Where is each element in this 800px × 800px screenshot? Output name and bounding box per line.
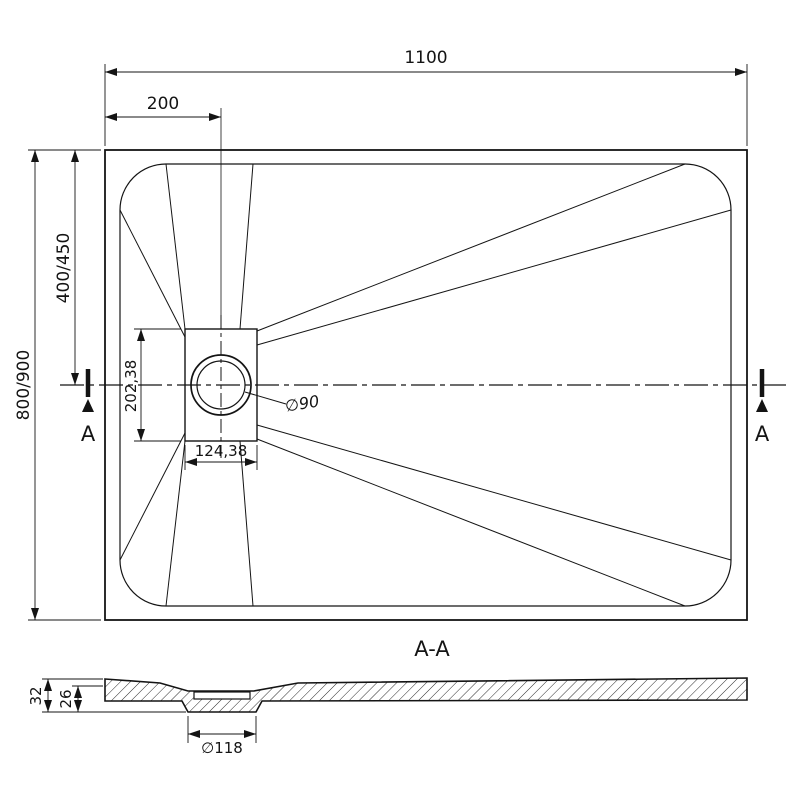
section-arrow-left [82,399,94,412]
section-arrow-right [756,399,768,412]
section-drain-cover [193,691,251,700]
dim-drain-box-height-label: 202,38 [122,360,140,413]
drain-diameter-label: ∅90 [284,392,321,416]
dim-drain-box-width-label: 124,38 [195,442,248,460]
section-cut-markers [82,369,768,412]
dim-drain-box-width [184,445,258,470]
dim-height-800-900 [28,149,101,621]
section-view [42,677,748,743]
dim-width-1100 [104,64,748,146]
dim-total-height-label: 32 [27,686,45,705]
dim-drain-hole-118 [187,716,257,743]
dim-drain-hole-label: ∅118 [201,739,243,757]
dim-total-height-32 [42,678,186,713]
dim-drain-offset-200 [105,108,222,329]
dim-drain-offset-x-label: 200 [147,94,179,114]
drain-inner-circle [196,360,246,410]
drain-outer-circle [190,354,252,416]
top-view [28,64,788,621]
drawing-labels: 1100 200 800/900 400/450 202,38 124,38 ∅… [14,48,770,757]
section-marker-left-label: A [81,422,96,446]
dim-height-label: 800/900 [14,350,34,421]
dim-depth-26 [72,685,103,712]
dim-depth-label: 26 [57,689,75,708]
dim-width-label: 1100 [404,48,447,68]
dim-center-offset-label: 400/450 [54,233,74,304]
dim-drain-box-height [134,328,181,442]
section-marker-right-label: A [755,422,770,446]
drain-diameter-leader [244,391,287,405]
section-view-title: A-A [414,637,450,661]
section-profile-hatched [104,677,748,713]
slope-crease-lines [119,163,732,607]
